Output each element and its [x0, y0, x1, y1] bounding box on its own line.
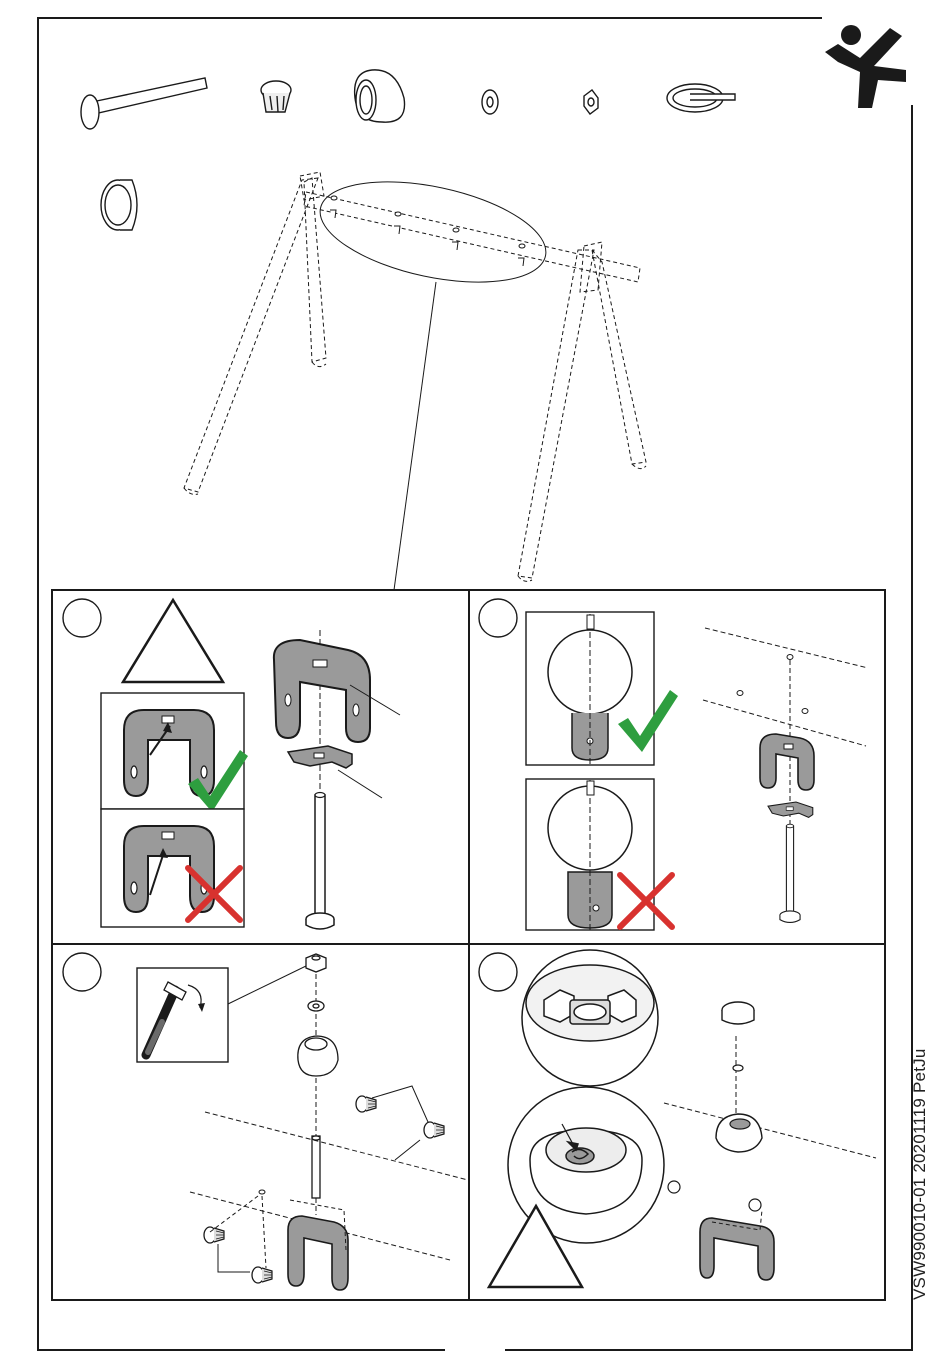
step-2-number-circle: [479, 599, 517, 637]
correct-clip-inset: [101, 693, 248, 812]
wrench-inset: [137, 968, 228, 1062]
carriage-bolt-icon: [81, 78, 207, 129]
hardware-parts-row: [81, 70, 735, 230]
split-pin-ring-icon: [667, 84, 735, 112]
beam-hook-points: [330, 196, 525, 266]
document-code-label: VSW990010-01 20201119 PetJu: [905, 1040, 935, 1300]
beam-bracket-assembly: [703, 628, 868, 922]
document-author: PetJu: [910, 1049, 929, 1093]
correct-alignment-inset: [526, 612, 678, 765]
page-frame: [38, 18, 912, 1350]
step-4-number-circle: [479, 953, 517, 991]
step-2-panel: [479, 599, 868, 930]
step-3-number-circle: [63, 953, 101, 991]
document-code: VSW990010-01: [910, 1178, 929, 1300]
warning-triangle-icon: [123, 600, 223, 682]
anchor-plugs: [190, 1086, 468, 1290]
step-1-number-circle: [63, 599, 101, 637]
finished-bracket-assembly: [664, 1002, 876, 1280]
bracket-assembly: [274, 630, 400, 929]
cap-top-view: [522, 950, 658, 1086]
fastener-stack: [298, 954, 338, 1215]
document-date: 20201119: [910, 1098, 929, 1173]
dome-cap-icon: [355, 70, 405, 122]
plastic-anchor-icon: [261, 81, 291, 112]
round-plug-icon: [101, 180, 137, 230]
figure-logo-icon: [825, 25, 906, 108]
nut-icon: [584, 90, 598, 114]
detail-callout: [311, 164, 555, 590]
washer-icon: [482, 90, 498, 114]
step-3-panel: [63, 953, 468, 1290]
swing-frame-drawing: [184, 172, 646, 581]
step-4-panel: [479, 950, 876, 1287]
step-1-panel: [63, 599, 400, 929]
wrong-alignment-inset: [526, 779, 672, 930]
wrong-clip-inset: [101, 809, 244, 927]
